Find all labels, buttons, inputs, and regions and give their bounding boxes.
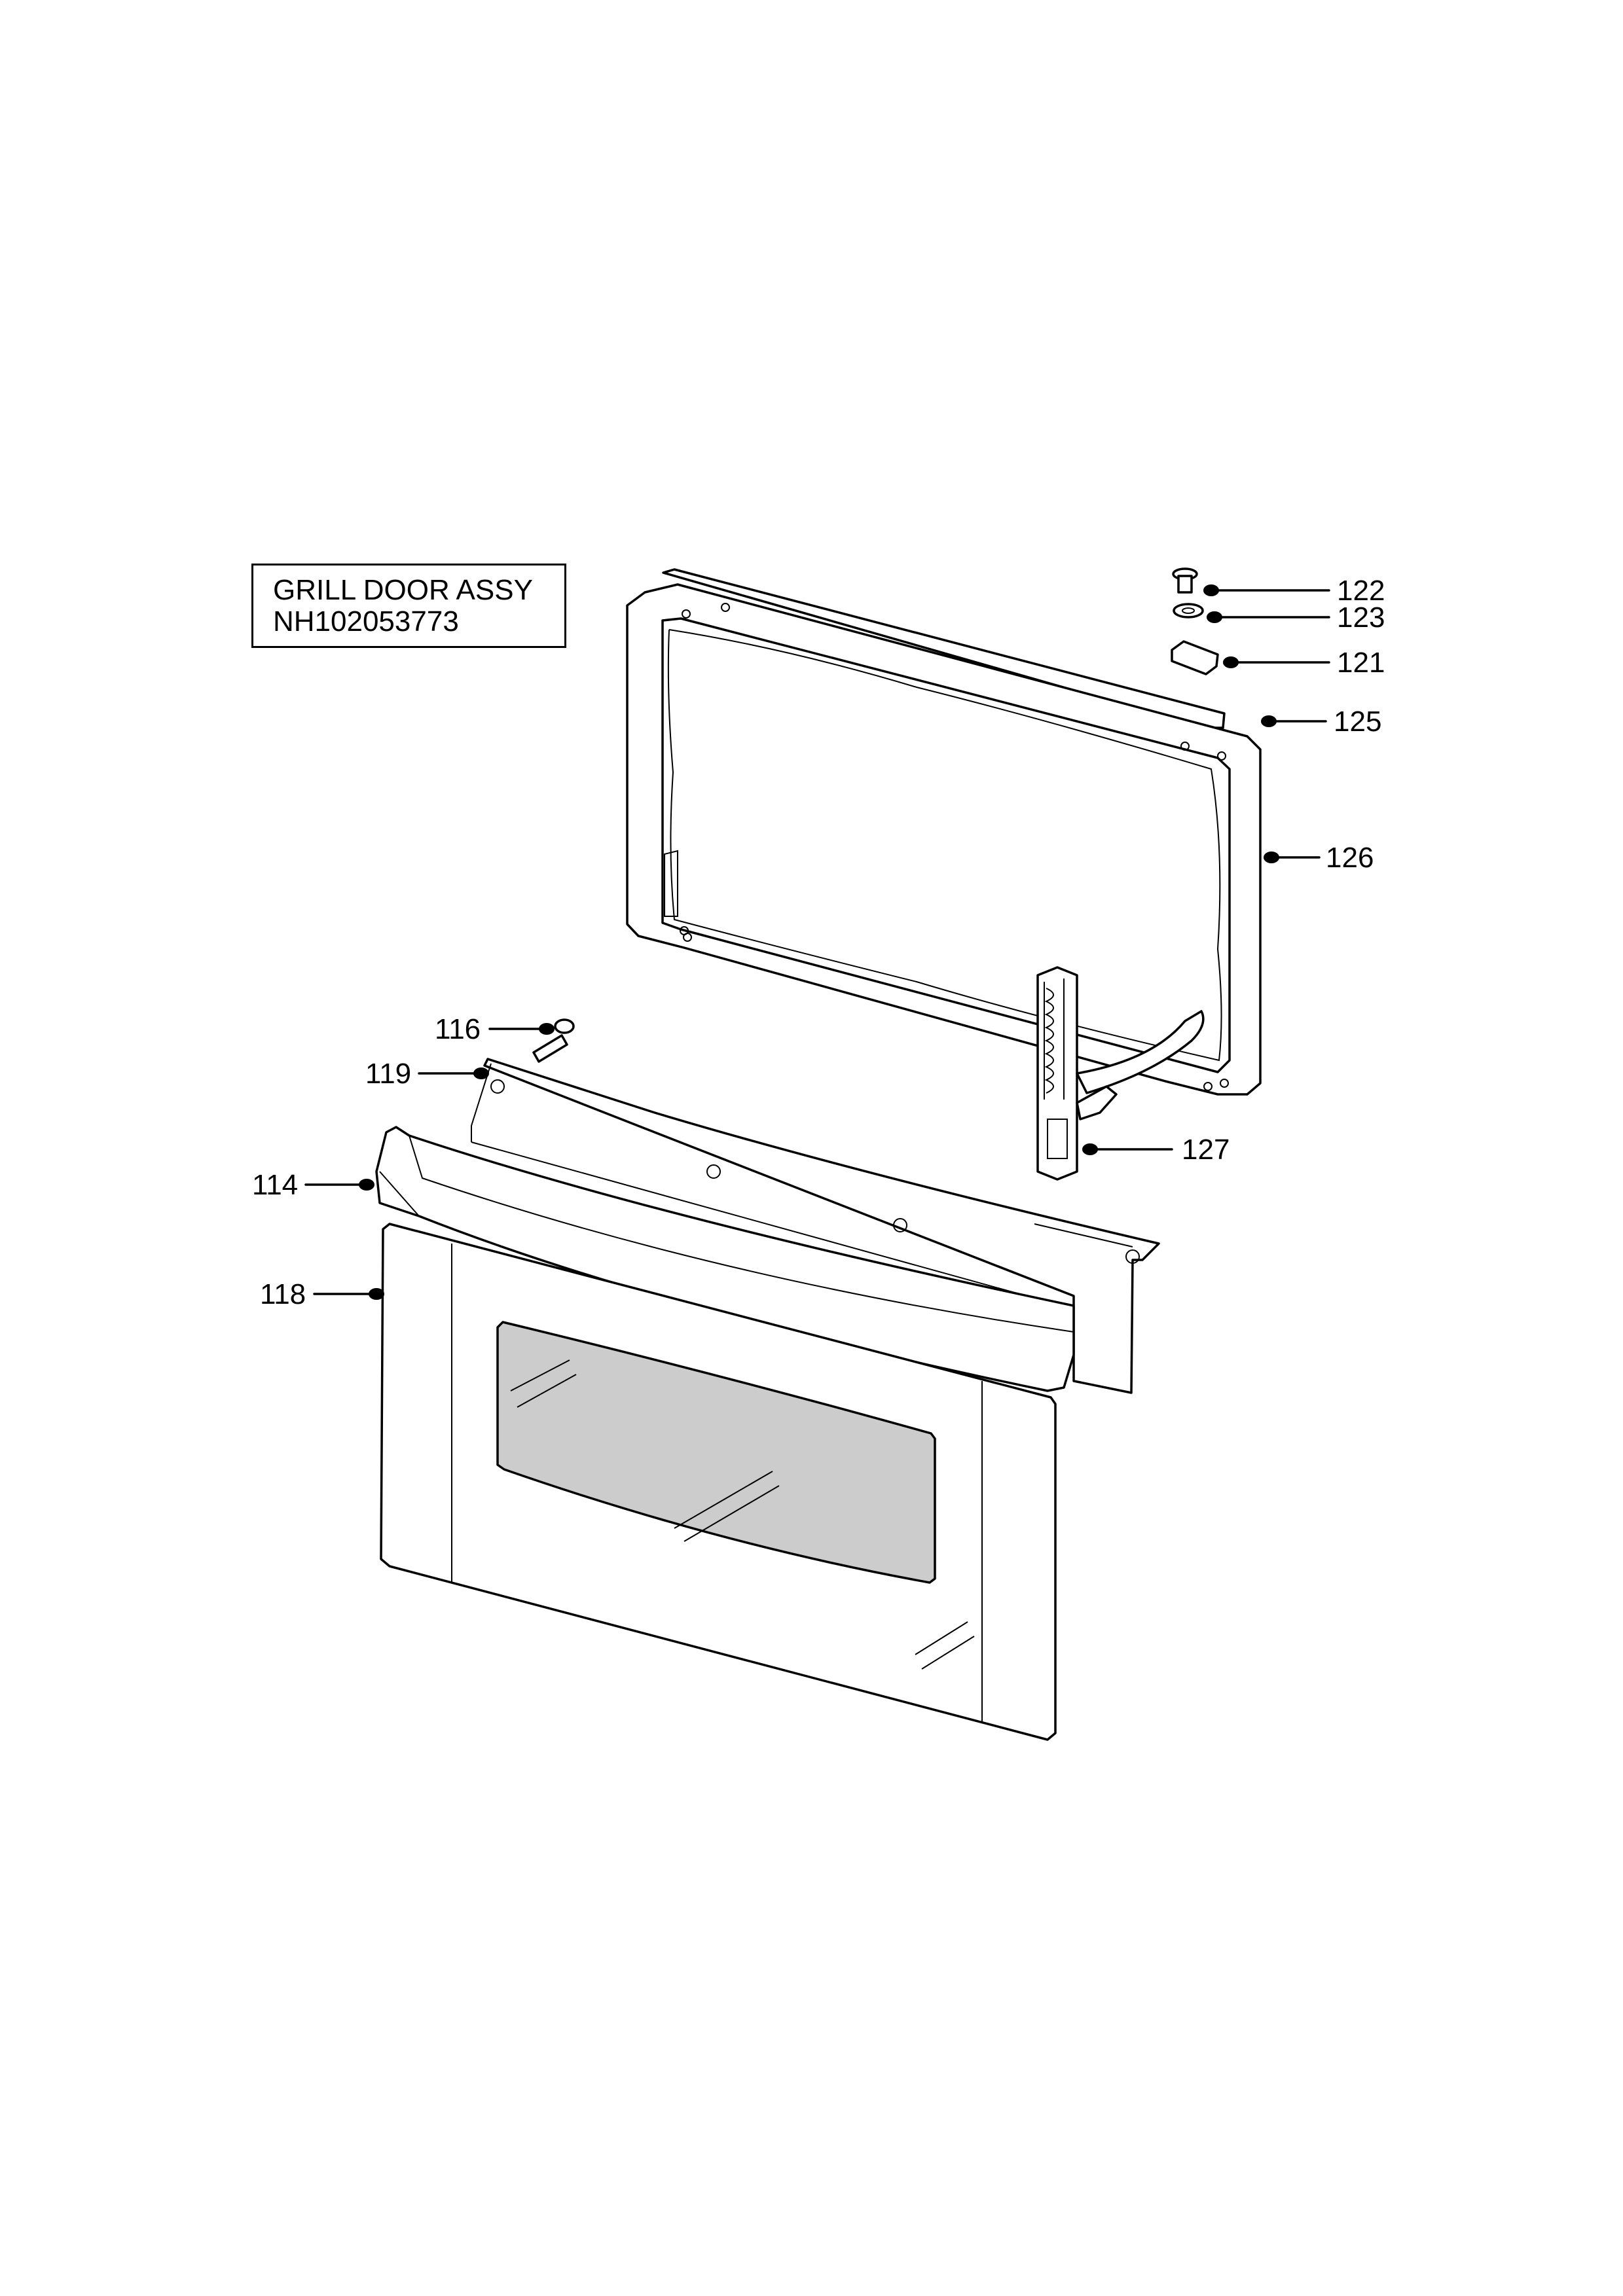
assembly-title: GRILL DOOR ASSY xyxy=(273,574,533,606)
part-126-inner-frame xyxy=(626,568,1262,1096)
assembly-part-number: NH102053773 xyxy=(273,605,459,637)
frame-hole xyxy=(1217,751,1226,761)
callout-label-126: 126 xyxy=(1326,842,1374,874)
callout-label-123: 123 xyxy=(1337,601,1385,634)
frame-outer xyxy=(626,583,1262,1096)
part-114-handle xyxy=(375,1126,1075,1392)
hinge-arm-lower xyxy=(1076,1085,1118,1121)
callout-122: 122 xyxy=(1203,575,1385,607)
frame-hole xyxy=(682,609,691,619)
assembly-title-box: GRILL DOOR ASSY NH102053773 xyxy=(251,564,566,648)
frame-hole xyxy=(1203,1082,1213,1091)
door-glass-window xyxy=(496,1321,936,1584)
part-118-outer-door xyxy=(380,1223,1057,1741)
frame-inner-opening xyxy=(661,617,1231,1073)
callout-125: 125 xyxy=(1261,706,1381,738)
callout-label-125: 125 xyxy=(1334,706,1381,738)
callout-118: 118 xyxy=(260,1278,384,1310)
part-121-clip xyxy=(1171,640,1219,675)
frame-hole xyxy=(683,933,692,942)
callout-126: 126 xyxy=(1264,842,1374,874)
callout-123: 123 xyxy=(1207,601,1385,634)
callout-label-114: 114 xyxy=(252,1169,298,1201)
callout-label-118: 118 xyxy=(260,1278,306,1310)
callout-119: 119 xyxy=(365,1058,489,1090)
callout-121: 121 xyxy=(1223,647,1385,679)
frame-hole xyxy=(721,603,730,612)
part-116-bolt xyxy=(532,1018,575,1063)
callout-116: 116 xyxy=(435,1013,555,1045)
callout-label-121: 121 xyxy=(1337,647,1385,679)
callout-label-127: 127 xyxy=(1182,1134,1230,1166)
callout-label-119: 119 xyxy=(365,1058,411,1090)
part-122-screw xyxy=(1172,567,1198,594)
callout-114: 114 xyxy=(252,1169,374,1201)
frame-hole xyxy=(1180,742,1190,751)
frame-latch-slot xyxy=(664,850,678,917)
part-119-inner-panel xyxy=(471,1058,1160,1394)
door-seal xyxy=(667,629,1222,1062)
hinge-arm xyxy=(1076,1010,1205,1094)
part-127-hinge xyxy=(1036,966,1205,1181)
frame-hole xyxy=(1220,1079,1229,1088)
callout-127: 127 xyxy=(1082,1134,1230,1166)
callout-label-122: 122 xyxy=(1337,575,1385,607)
callout-label-116: 116 xyxy=(435,1013,481,1045)
part-123-washer xyxy=(1173,603,1204,619)
inner-panel-body xyxy=(483,1058,1160,1394)
